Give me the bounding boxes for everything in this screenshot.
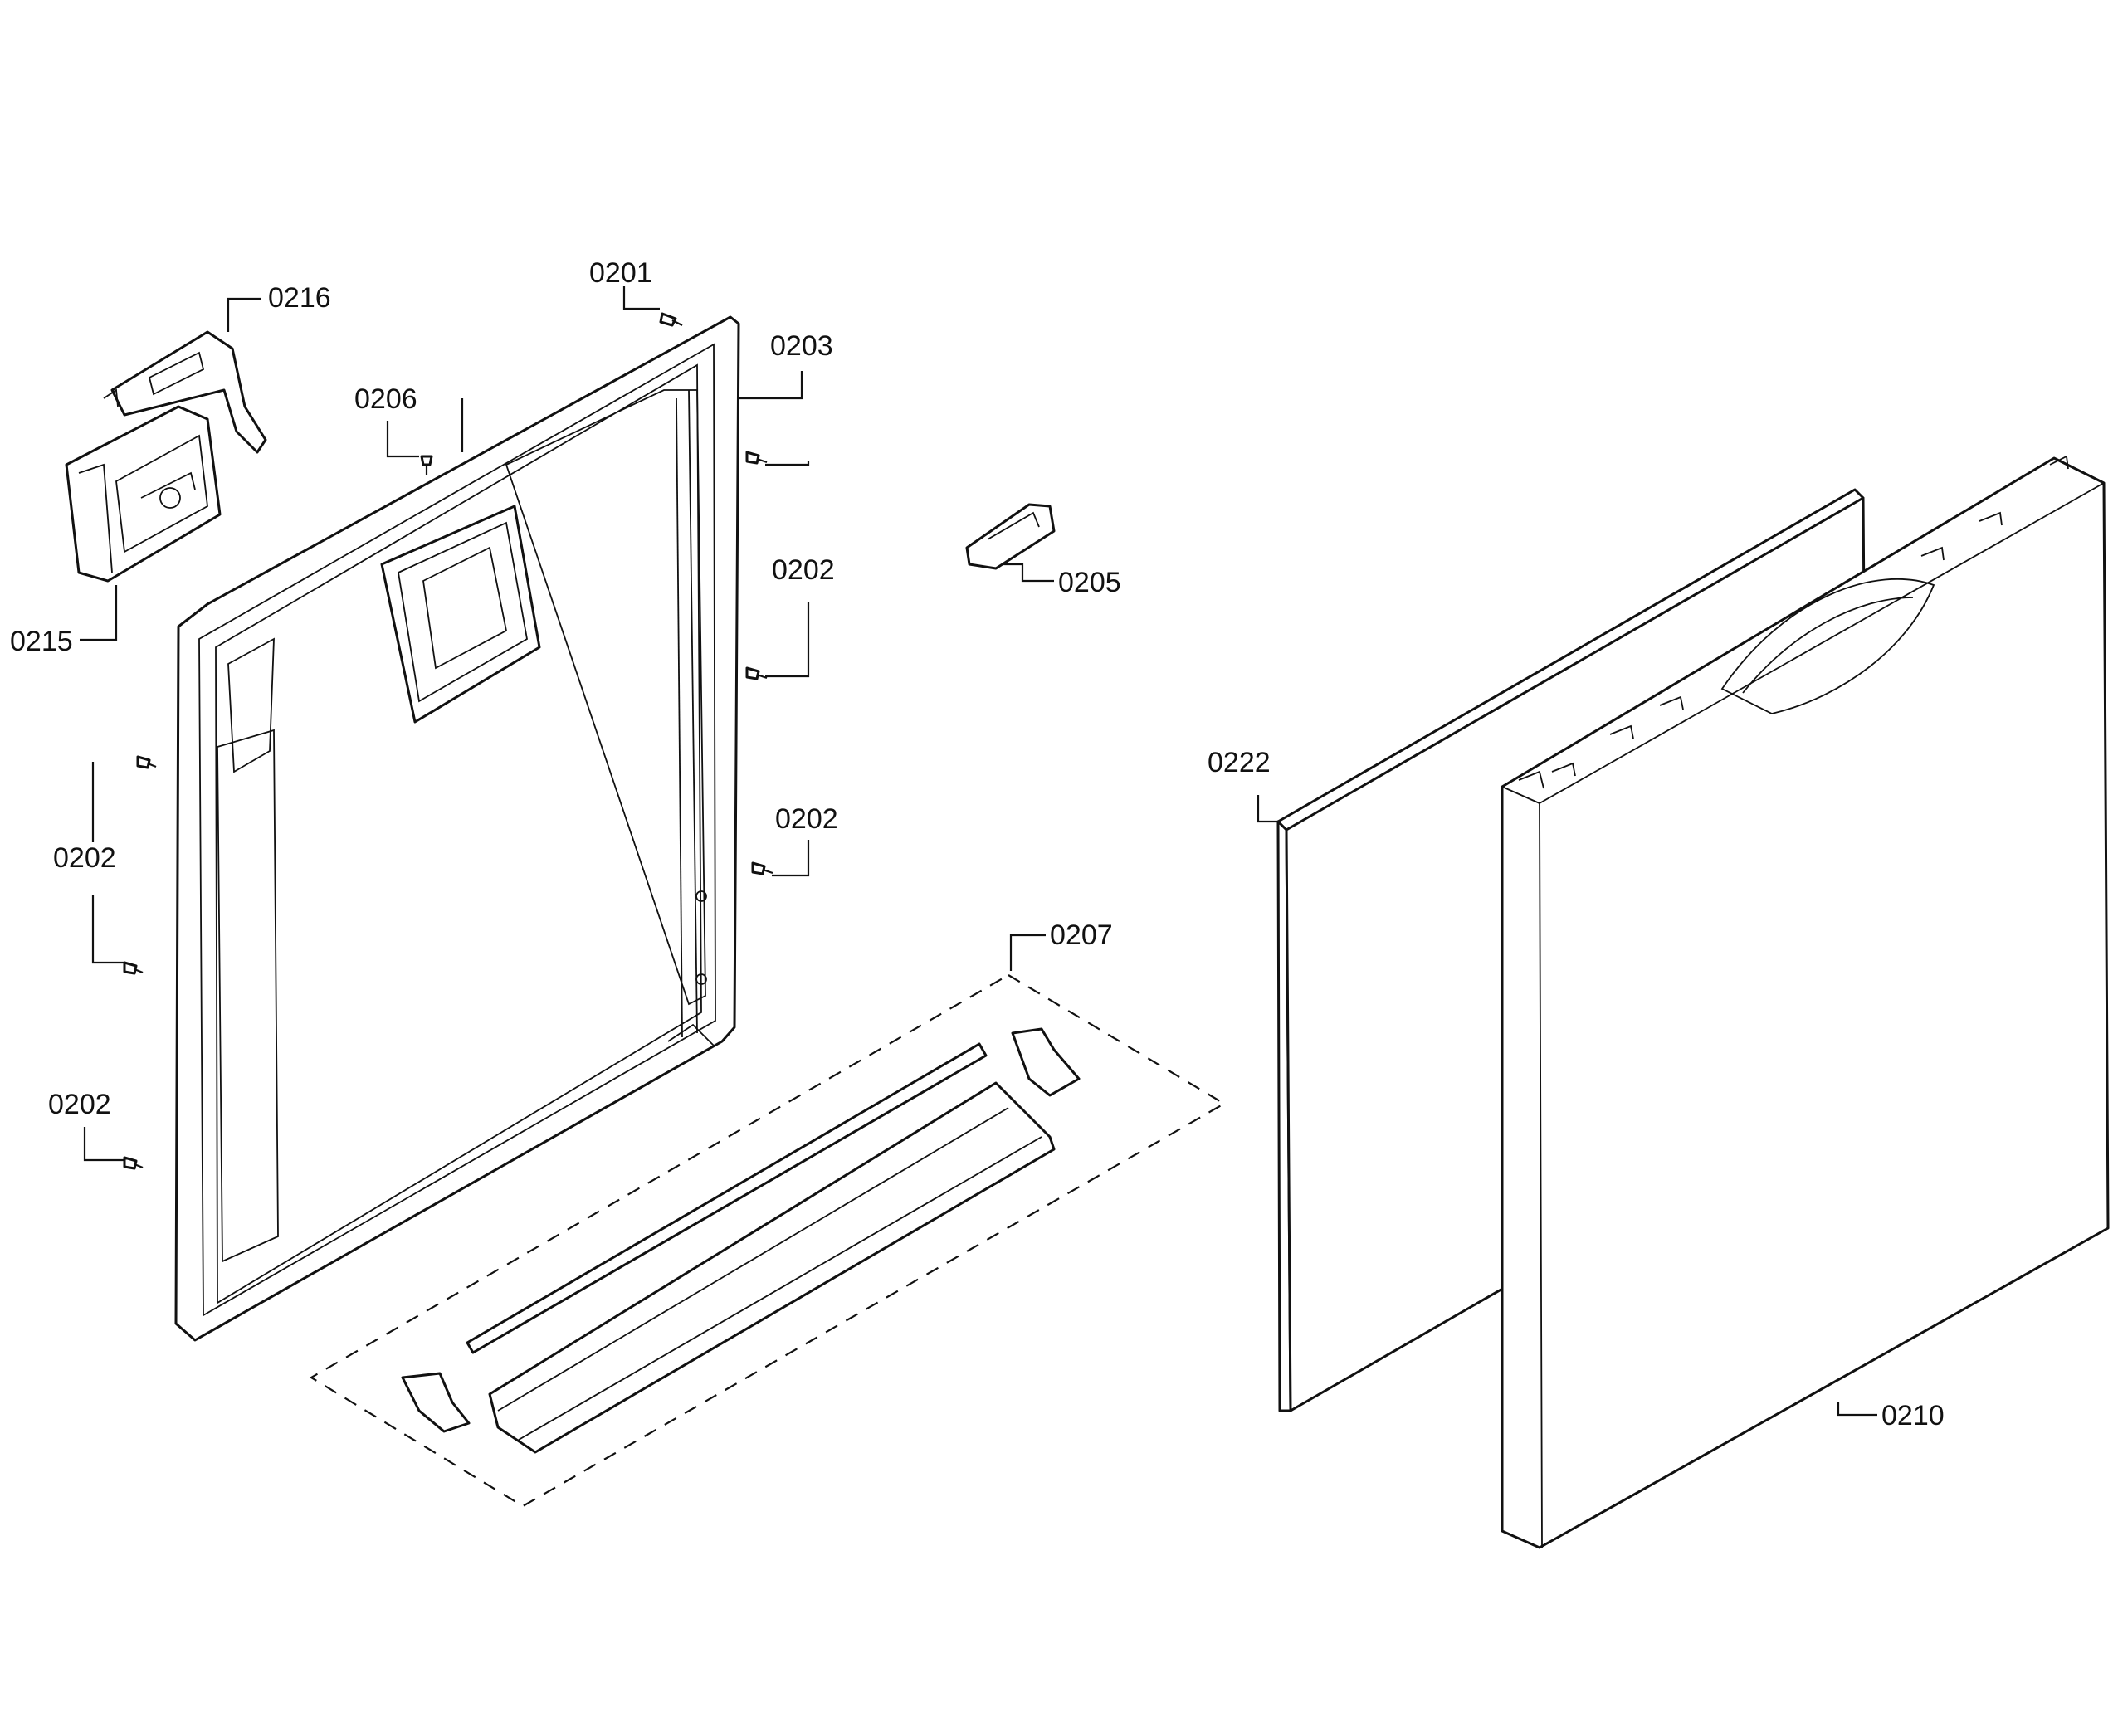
outer-door-part bbox=[1501, 455, 2110, 1549]
callout-0210: 0210 bbox=[1881, 1400, 1945, 1431]
callout-0205: 0205 bbox=[1058, 567, 1121, 598]
hinge-clip-part bbox=[965, 503, 1056, 570]
callout-0207: 0207 bbox=[1050, 919, 1113, 951]
door-latch-part bbox=[65, 405, 222, 583]
screw-0202-left-mid bbox=[123, 961, 144, 975]
callout-0202-right-low: 0202 bbox=[775, 803, 838, 835]
callout-0201: 0201 bbox=[589, 257, 652, 289]
leader-lines bbox=[80, 286, 1877, 1417]
screw-0201 bbox=[659, 312, 683, 327]
bottom-trim-kit-part bbox=[309, 973, 1227, 1508]
callout-0215: 0215 bbox=[10, 626, 73, 657]
screw-0206 bbox=[420, 455, 433, 475]
callout-0216: 0216 bbox=[268, 282, 331, 314]
screw-0202-right-low bbox=[751, 861, 773, 875]
callout-0203: 0203 bbox=[770, 330, 833, 362]
screw-0202-right-mid bbox=[745, 666, 768, 680]
callout-0202-left-mid: 0202 bbox=[53, 842, 116, 874]
callout-0202-left-low: 0202 bbox=[48, 1089, 111, 1120]
latch-bracket-part bbox=[103, 330, 267, 454]
screw-0202-right-top bbox=[745, 451, 768, 465]
callout-0222: 0222 bbox=[1208, 747, 1271, 778]
screw-0202-left-low bbox=[123, 1156, 144, 1170]
screw-0202-left-top bbox=[136, 755, 157, 769]
callout-0206: 0206 bbox=[354, 383, 417, 415]
inner-door-frame-part bbox=[174, 315, 740, 1342]
callout-0202-right-top: 0202 bbox=[772, 554, 835, 586]
